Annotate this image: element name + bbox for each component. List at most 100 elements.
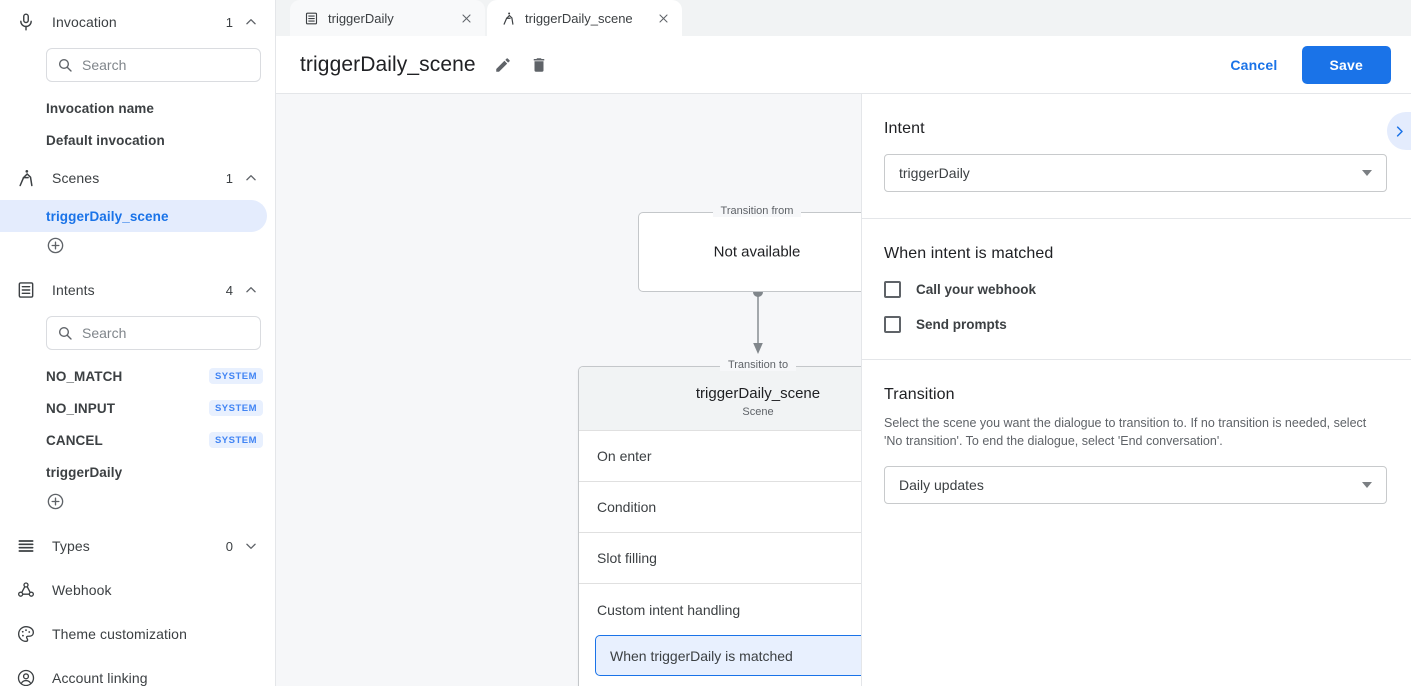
checkbox-icon[interactable] <box>884 316 901 333</box>
search-icon <box>57 57 73 73</box>
scene-canvas[interactable]: Transition from Not available Transition… <box>276 94 862 686</box>
pencil-icon[interactable] <box>494 56 512 74</box>
panel-section-when-matched: When intent is matched Call your webhook… <box>862 219 1411 360</box>
page-title: triggerDaily_scene <box>300 52 476 76</box>
scene-node[interactable]: Transition to triggerDaily_scene Scene O… <box>578 359 861 686</box>
transition-section-title: Transition <box>884 386 955 403</box>
scene-node-name: triggerDaily_scene <box>695 385 821 402</box>
intent-select-value: triggerDaily <box>899 165 970 181</box>
sidebar-item-triggerdaily[interactable]: triggerDaily <box>0 456 275 488</box>
chevron-up-icon[interactable] <box>243 170 259 186</box>
scene-node-subtitle: Scene <box>742 406 774 418</box>
sidebar-section-count: 0 <box>225 538 233 554</box>
sidebar-item-label: Webhook <box>52 582 112 598</box>
status-badge: SYSTEM <box>208 400 263 416</box>
transition-from-node[interactable]: Transition from Not available <box>638 205 861 292</box>
sidebar-section-scenes[interactable]: Scenes 1 <box>0 156 275 200</box>
sidebar-item-label: Invocation name <box>46 100 155 116</box>
scene-row-custom-intent-handling[interactable]: Custom intent handling + <box>579 584 861 635</box>
sidebar-item-theme-customization[interactable]: Theme customization <box>0 612 275 656</box>
intents-search-wrap <box>0 312 275 360</box>
intent-handler-chip[interactable]: When triggerDaily is matched <box>595 635 861 676</box>
scenes-icon <box>14 166 38 190</box>
transition-select[interactable]: Daily updates <box>884 466 1387 505</box>
sidebar-item-default-invocation[interactable]: Default invocation <box>0 124 275 156</box>
add-intent-icon[interactable] <box>46 492 65 511</box>
sidebar-item-webhook[interactable]: Webhook <box>0 568 275 612</box>
scene-node-header: triggerDaily_scene Scene <box>579 367 861 431</box>
sidebar-item-label: NO_MATCH <box>46 368 123 384</box>
invocation-search-wrap <box>0 44 275 92</box>
scene-row-label: Slot filling <box>597 550 657 566</box>
chevron-down-icon <box>1362 482 1372 489</box>
types-icon <box>14 534 38 558</box>
sidebar-item-no-match[interactable]: NO_MATCH SYSTEM <box>0 360 275 392</box>
account-icon <box>14 666 38 686</box>
scene-row-slot-filling[interactable]: Slot filling + <box>579 533 861 584</box>
chevron-up-icon[interactable] <box>243 282 259 298</box>
checkbox-call-your-webhook[interactable]: Call your webhook <box>884 281 1387 298</box>
transition-description: Select the scene you want the dialogue t… <box>884 416 1367 449</box>
add-intent-row <box>0 488 275 524</box>
sidebar-section-label: Invocation <box>52 14 117 30</box>
checkbox-send-prompts[interactable]: Send prompts <box>884 316 1387 333</box>
status-badge: SYSTEM <box>208 368 263 384</box>
edge-arrowhead <box>753 343 763 354</box>
scene-row-condition[interactable]: Condition + <box>579 482 861 533</box>
sidebar-item-cancel[interactable]: CANCEL SYSTEM <box>0 424 275 456</box>
sidebar-item-no-input[interactable]: NO_INPUT SYSTEM <box>0 392 275 424</box>
sidebar-item-label: triggerDaily <box>46 464 123 480</box>
intent-section-title: Intent <box>884 120 925 137</box>
invocation-search-input[interactable] <box>82 57 250 73</box>
sidebar-item-label: Account linking <box>52 670 148 686</box>
sidebar-item-account-linking[interactable]: Account linking <box>0 656 275 686</box>
sidebar-section-types[interactable]: Types 0 <box>0 524 275 568</box>
sidebar-section-label: Types <box>52 538 90 554</box>
chevron-right-icon[interactable] <box>1387 112 1411 150</box>
sidebar-item-invocation-name[interactable]: Invocation name <box>0 92 275 124</box>
scene-row-label: Custom intent handling <box>597 601 741 618</box>
sidebar-item-label: CANCEL <box>46 432 103 448</box>
intent-icon <box>304 11 319 26</box>
transition-to-legend: Transition to <box>579 359 861 371</box>
transition-from-legend-text: Transition from <box>712 205 802 217</box>
trash-icon[interactable] <box>530 56 548 74</box>
sidebar-section-count: 4 <box>225 282 233 298</box>
add-scene-icon[interactable] <box>46 236 65 255</box>
close-icon[interactable] <box>657 12 670 25</box>
sidebar-section-count: 1 <box>225 170 233 186</box>
cancel-button[interactable]: Cancel <box>1220 49 1287 81</box>
intents-search-box[interactable] <box>46 316 261 350</box>
sidebar-item-label: Default invocation <box>46 132 165 148</box>
invocation-search-box[interactable] <box>46 48 261 82</box>
checkbox-label: Send prompts <box>916 317 1007 332</box>
transition-to-legend-text: Transition to <box>719 359 797 371</box>
webhook-icon <box>14 578 38 602</box>
status-badge: SYSTEM <box>208 432 263 448</box>
sidebar-section-invocation[interactable]: Invocation 1 <box>0 0 275 44</box>
sidebar-item-label: triggerDaily_scene <box>46 208 169 224</box>
transition-select-value: Daily updates <box>899 477 984 494</box>
checkbox-icon[interactable] <box>884 281 901 298</box>
save-button[interactable]: Save <box>1301 45 1391 84</box>
close-icon[interactable] <box>460 12 473 25</box>
scene-row-on-enter[interactable]: On enter + <box>579 431 861 482</box>
body-row: Transition from Not available Transition… <box>276 94 1411 686</box>
intent-select[interactable]: triggerDaily <box>884 154 1387 192</box>
tab-triggerdaily-scene[interactable]: triggerDaily_scene <box>487 0 682 36</box>
sidebar-item-triggerdaily-scene[interactable]: triggerDaily_scene <box>0 200 267 232</box>
page-header: triggerDaily_scene Cancel Save <box>276 36 1411 94</box>
sidebar: Invocation 1 Invocation name Default inv… <box>0 0 276 686</box>
tab-label: triggerDaily_scene <box>525 10 633 26</box>
panel-section-intent: Intent triggerDaily <box>862 94 1411 219</box>
transition-from-value: Not available <box>713 243 801 261</box>
intents-search-input[interactable] <box>82 325 250 341</box>
search-icon <box>57 325 73 341</box>
tab-triggerdaily[interactable]: triggerDaily <box>290 0 485 36</box>
sidebar-section-intents[interactable]: Intents 4 <box>0 268 275 312</box>
chevron-down-icon[interactable] <box>243 538 259 554</box>
chevron-up-icon[interactable] <box>243 14 259 30</box>
add-scene-row <box>0 232 275 268</box>
sidebar-item-label: NO_INPUT <box>46 400 116 416</box>
